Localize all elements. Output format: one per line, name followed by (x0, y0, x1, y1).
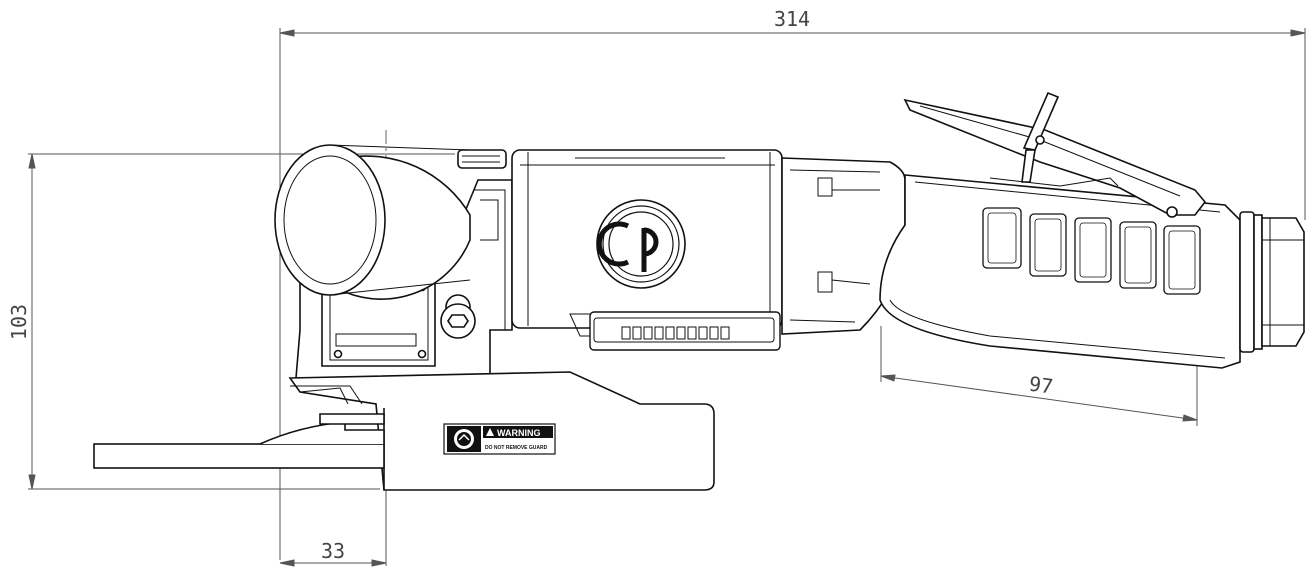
dimension-overall-length (279, 28, 1306, 560)
dimension-height-label: 103 (7, 304, 31, 340)
dimension-handle-length (880, 326, 1198, 426)
grip-windows (982, 207, 1201, 295)
dimension-guard-offset-label: 33 (321, 539, 345, 563)
dimension-height (28, 153, 455, 490)
cp-logo-icon (596, 199, 686, 289)
warning-label-title: WARNING (497, 428, 541, 438)
air-inlet-fitting (1239, 211, 1305, 353)
warning-label-subtitle: DO NOT REMOVE GUARD (485, 445, 548, 451)
throttle-lever (903, 91, 1207, 218)
dimension-guard-offset (279, 490, 387, 567)
spindle-cap (274, 144, 471, 300)
motor-housing (511, 149, 783, 337)
hex-socket-icon (440, 294, 476, 339)
dimension-handle-length-label: 97 (1027, 372, 1054, 399)
grip-handle (879, 174, 1241, 369)
reading-book-icon (454, 429, 474, 449)
grinding-disc (93, 413, 385, 469)
exhaust-vent (589, 311, 781, 351)
dimension-overall-length-label: 314 (774, 7, 810, 31)
warning-triangle-icon (486, 428, 494, 436)
warning-label: WARNING DO NOT REMOVE GUARD (443, 423, 556, 455)
